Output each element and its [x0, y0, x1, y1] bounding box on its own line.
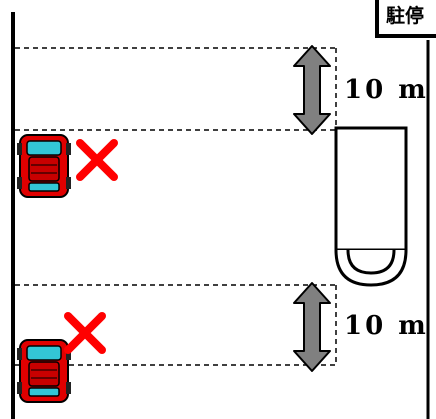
prohibited-cross-icon: [80, 143, 114, 177]
double-arrow-icon: [293, 45, 331, 135]
dimension-label-lower: 10 m: [344, 311, 429, 341]
double-arrow-icon: [293, 282, 331, 372]
bus-stop-icon: [334, 126, 408, 287]
sign-box: 駐停: [375, 0, 436, 38]
zone-dashed-lines: [15, 47, 337, 366]
red-car-icon: [16, 134, 72, 198]
prohibited-cross-icon: [68, 316, 102, 350]
dimension-label-upper: 10 m: [344, 75, 429, 105]
sign-text: 駐停: [386, 4, 424, 27]
red-car-icon: [16, 339, 72, 403]
